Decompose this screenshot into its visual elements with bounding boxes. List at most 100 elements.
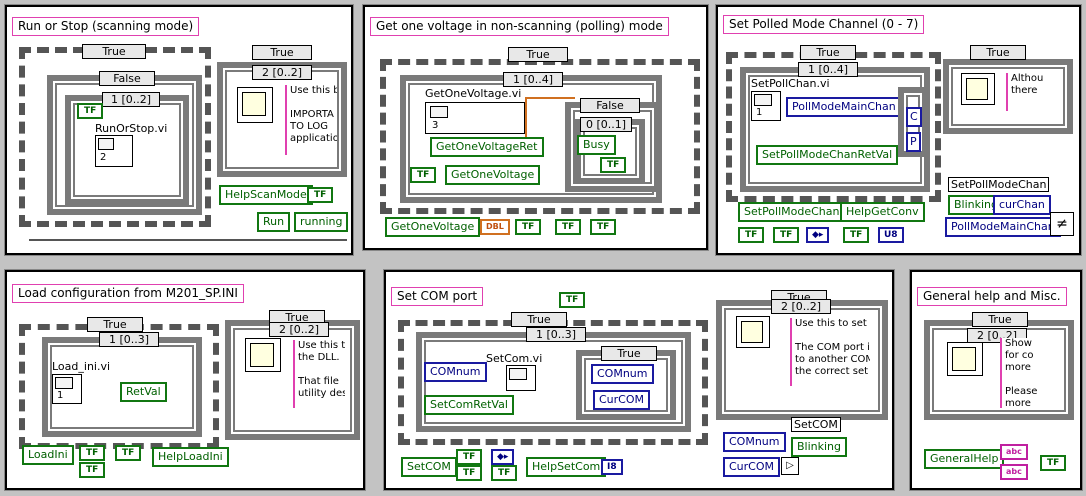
outer-case-selector[interactable]: True [508,47,568,62]
case-selector[interactable]: True [972,312,1028,327]
retval-indicator: RetVal [120,382,167,402]
comnum-indicator: COMnum [591,364,654,384]
helpgetconv-control[interactable]: HelpGetConv [840,202,925,222]
tf-indicator-3: TF [491,465,518,481]
seq-selector[interactable]: 2 [0..2] [269,322,329,337]
wire [29,239,347,241]
tf-indicator-2: TF [773,227,800,243]
blinking-property[interactable]: Blinking [948,195,1005,215]
sequence-selector[interactable]: 1 [0..4] [798,62,858,77]
comment-text: Use this to set The COM port i to anothe… [790,318,870,386]
wire [525,97,527,147]
vi-terminal-number: 2 [100,152,107,163]
seq-selector[interactable]: 2 [0..2] [771,299,831,314]
chip-b: P [906,132,921,152]
panel-general: General help and Misc. True 2 [0..2] Sho… [909,269,1083,491]
comnum-control-2[interactable]: COMnum [723,432,786,452]
vi-label: RunOrStop.vi [95,122,168,135]
not-equal-icon: ≠ [1050,212,1074,236]
compare-icon: ▷ [781,457,799,475]
setpollmodechan-control[interactable]: SetPollModeChan [738,202,846,222]
vi-icon [98,138,114,150]
help-icon [952,347,976,371]
running-indicator: running [294,212,349,232]
right-case-selector[interactable]: True [970,45,1026,60]
sequence-selector[interactable]: 1 [0..3] [99,332,159,347]
tf-indicator-1: TF [456,449,483,465]
tf-indicator-2: TF [555,219,582,235]
panel-title: Get one voltage in non-scanning (polling… [370,17,669,36]
boolean-constant[interactable]: TF [77,103,104,119]
panel-title: Set Polled Mode Channel (0 - 7) [723,15,925,34]
panel-run-stop: Run or Stop (scanning mode) True False 1… [4,4,354,256]
i8-indicator: I8 [601,459,623,475]
vi-label: SetPollChan.vi [751,77,830,90]
case-selector-true[interactable]: True [82,44,146,59]
pollmodemainchan-control[interactable]: PollModeMainChan [945,217,1061,237]
help-vi-node[interactable] [961,73,995,105]
help-icon [741,321,763,343]
seq-selector[interactable]: 2 [0..2] [252,65,312,80]
comment-text: Use this t the DLL. That file utility de… [293,340,345,408]
sequence-selector[interactable]: 1 [0..2] [102,92,160,107]
runorstop-vi-node[interactable]: 2 [95,135,133,167]
getonevoltage-control[interactable]: GetOneVoltage [385,217,481,237]
tf-indicator-1: TF [515,219,542,235]
boolean-constant[interactable]: TF [410,167,437,183]
sequence-selector[interactable]: 1 [0..4] [503,72,563,87]
help-vi-node[interactable] [245,338,281,372]
run-control[interactable]: Run [257,212,291,232]
inner-case-selector[interactable]: False [580,98,640,113]
helploadini-control[interactable]: HelpLoadIni [152,447,229,467]
setcom-vi-node[interactable] [506,365,536,391]
panel-load-config: Load configuration from M201_SP.INI True… [4,269,366,491]
property-node-label: SetPollModeChan [948,177,1050,192]
load-ini-vi-node[interactable]: 1 [52,374,82,404]
ring-indicator: ◆▸ [491,449,515,465]
panel-polled-channel: Set Polled Mode Channel (0 - 7) True 1 [… [715,4,1082,256]
setpollchan-vi-node[interactable]: 1 [751,91,781,121]
setcom-control[interactable]: SetCOM [401,457,457,477]
outer-case-selector[interactable]: True [87,317,143,332]
vi-label: GetOneVoltage.vi [425,87,522,100]
case-selector-false[interactable]: False [99,71,155,86]
tf-indicator-3: TF [590,219,617,235]
tf-indicator-2: TF [115,445,142,461]
dbl-indicator: DBL [480,219,510,235]
outer-case-selector[interactable]: True [800,45,856,60]
inner-case-selector[interactable]: True [601,346,657,361]
help-vi-node[interactable] [736,316,770,348]
helpscanmode-indicator: TF [307,187,334,203]
blinking-property[interactable]: Blinking [791,437,848,457]
setcomretval-indicator: SetComRetVal [424,395,514,415]
curcom-control-2[interactable]: CurCOM [723,457,781,477]
sequence-selector[interactable]: 1 [0..3] [526,327,586,342]
getonevoltage-vi-node[interactable]: 3 [425,102,525,134]
outer-case-selector[interactable]: True [511,312,567,327]
curcom-indicator: CurCOM [593,390,651,410]
getonevoltage-indicator: GetOneVoltage [445,165,541,185]
comnum-control[interactable]: COMnum [424,362,487,382]
busy-boolean: TF [600,157,627,173]
panel-title: Load configuration from M201_SP.INI [12,284,244,303]
true-case-selector[interactable]: True [252,45,312,60]
tf-indicator-3: TF [79,462,106,478]
generalhelp-control[interactable]: GeneralHelp [924,449,1005,469]
loadini-control[interactable]: LoadIni [22,445,74,465]
help-vi-node[interactable] [237,87,273,123]
abc-indicator-2: abc [1000,464,1028,480]
inner-seq-selector[interactable]: 0 [0..1] [580,117,632,132]
tf-indicator: TF [1040,455,1067,471]
vi-terminal-number: 1 [57,390,64,401]
vi-icon [754,94,772,106]
panel-title: General help and Misc. [917,287,1067,306]
helpscanmode-control[interactable]: HelpScanMode [219,185,313,205]
abc-indicator-1: abc [1000,444,1028,460]
panel-title: Set COM port [391,287,484,306]
getonevoltageret-indicator: GetOneVoltageRet [430,137,544,157]
help-vi-node[interactable] [947,342,983,376]
top-tf-constant[interactable]: TF [559,292,586,308]
setpollmodechanretval-indicator: SetPollModeChanRetVal [756,145,899,165]
tf-indicator-1: TF [738,227,765,243]
helpsetcom-control[interactable]: HelpSetCom [526,457,607,477]
